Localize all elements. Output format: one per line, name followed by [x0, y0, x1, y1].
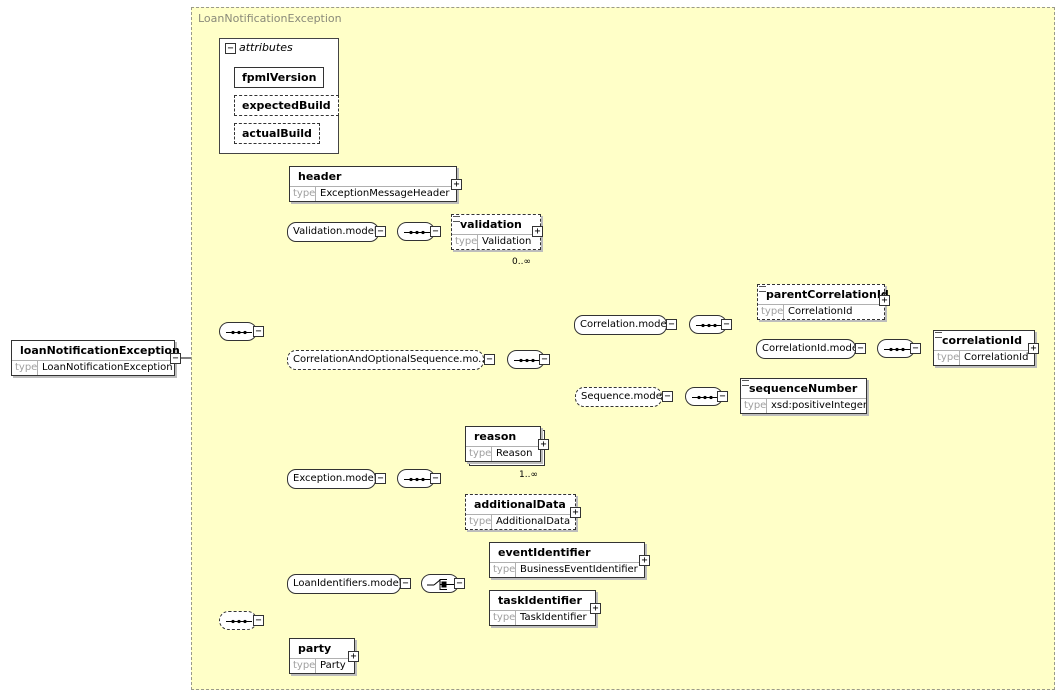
validation-seq-collapse-toggle[interactable]: −	[430, 226, 441, 237]
element-eventidentifier[interactable]: eventIdentifier type BusinessEventIdentif…	[489, 542, 645, 578]
element-type: CorrelationId	[788, 306, 853, 317]
attributes-collapse-toggle[interactable]: −	[225, 43, 236, 54]
attribute-fpmlversion[interactable]: fpmlVersion	[234, 67, 325, 88]
correlationid-model-collapse-toggle[interactable]: −	[855, 343, 866, 354]
type-label: type	[741, 399, 767, 413]
group-sequence-model[interactable]: Sequence.model	[575, 387, 665, 407]
sequence-compositor-icon	[219, 322, 257, 341]
root-collapse-toggle[interactable]: −	[170, 353, 181, 364]
type-label: type	[758, 305, 784, 319]
element-name: correlationId	[942, 334, 1022, 347]
optional-sequence-compositor-icon	[219, 611, 257, 630]
element-taskidentifier[interactable]: taskIdentifier type TaskIdentifier	[489, 590, 596, 626]
element-name: header	[298, 170, 342, 183]
group-validation-model[interactable]: Validation.model	[287, 222, 379, 242]
additionaldata-expand-toggle[interactable]: +	[570, 507, 581, 518]
group-correlation-and-optional-sequence-model[interactable]: CorrelationAndOptionalSequence.mo...	[287, 350, 488, 370]
documentation-icon	[935, 332, 942, 338]
documentation-icon	[742, 380, 749, 386]
group-loanidentifiers-model[interactable]: LoanIdentifiers.model	[287, 574, 402, 594]
correlation-model-seq-collapse-toggle[interactable]: −	[721, 319, 732, 330]
sequence-model-seq-collapse-toggle[interactable]: −	[717, 391, 728, 402]
attributes-title: attributes	[239, 41, 293, 54]
element-name: party	[298, 642, 332, 655]
header-expand-toggle[interactable]: +	[451, 179, 462, 190]
type-label: type	[490, 563, 516, 577]
exception-seq-collapse-toggle[interactable]: −	[430, 473, 441, 484]
taskidentifier-expand-toggle[interactable]: +	[590, 603, 601, 614]
element-name: parentCorrelationId	[766, 288, 889, 301]
attribute-actualbuild[interactable]: actualBuild	[234, 123, 320, 144]
element-type: BusinessEventIdentifier	[520, 564, 638, 575]
element-name: validation	[460, 218, 522, 231]
correlation-model-collapse-toggle[interactable]: −	[666, 319, 677, 330]
element-type: ExceptionMessageHeader	[320, 188, 450, 199]
element-name: additionalData	[474, 498, 566, 511]
attributes-box: − attributes fpmlVersion expectedBuild a…	[219, 38, 339, 154]
type-label: type	[290, 187, 316, 201]
element-type: Validation	[482, 236, 532, 247]
element-name: eventIdentifier	[498, 546, 591, 559]
element-parentcorrelationid[interactable]: parentCorrelationId type CorrelationId	[757, 284, 889, 320]
sequence-compositor-icon	[397, 469, 435, 488]
correlation-seq-collapse-toggle[interactable]: −	[539, 354, 550, 365]
region-title: LoanNotificationException	[198, 12, 342, 25]
parentcorrelationid-expand-toggle[interactable]: +	[879, 295, 890, 306]
element-reason[interactable]: reason type Reason	[465, 426, 541, 462]
sequence-collapse-toggle[interactable]: −	[253, 326, 264, 337]
validation-expand-toggle[interactable]: +	[532, 226, 543, 237]
optional-sequence-collapse-toggle[interactable]: −	[253, 615, 264, 626]
element-type: Party	[320, 660, 346, 671]
element-sequencenumber[interactable]: sequenceNumber type xsd:positiveInteger	[740, 378, 867, 414]
element-correlationid[interactable]: correlationId type CorrelationId	[933, 330, 1035, 366]
type-label: type	[12, 361, 38, 375]
exception-model-collapse-toggle[interactable]: −	[375, 473, 386, 484]
element-type: AdditionalData	[496, 516, 571, 527]
type-label: type	[290, 659, 316, 673]
correlation-optional-seq-collapse-toggle[interactable]: −	[484, 354, 495, 365]
sequence-model-collapse-toggle[interactable]: −	[662, 391, 673, 402]
group-correlationid-model[interactable]: CorrelationId.model	[756, 339, 861, 359]
element-additionaldata[interactable]: additionalData type AdditionalData	[465, 494, 576, 530]
root-element-loannotificationexception[interactable]: loanNotificationException type LoanNotifi…	[11, 340, 180, 376]
type-label: type	[490, 611, 516, 625]
element-type: CorrelationId	[964, 352, 1029, 363]
element-name: reason	[474, 430, 517, 443]
sequence-compositor-icon	[397, 222, 435, 241]
group-correlation-model[interactable]: Correlation.model	[574, 315, 669, 335]
reason-cardinality: 1..∞	[519, 470, 538, 480]
type-label: type	[934, 351, 960, 365]
correlationid-seq-collapse-toggle[interactable]: −	[910, 343, 921, 354]
eventidentifier-expand-toggle[interactable]: +	[639, 555, 650, 566]
reason-expand-toggle[interactable]: +	[538, 439, 549, 450]
validation-model-collapse-toggle[interactable]: −	[375, 226, 386, 237]
validation-cardinality: 0..∞	[512, 257, 531, 267]
element-name: taskIdentifier	[498, 594, 582, 607]
documentation-icon	[453, 216, 460, 222]
element-header[interactable]: header type ExceptionMessageHeader	[289, 166, 457, 202]
type-label: type	[452, 235, 478, 249]
type-label: type	[466, 515, 492, 529]
choice-collapse-toggle[interactable]: −	[454, 578, 465, 589]
party-expand-toggle[interactable]: +	[348, 651, 359, 662]
element-type: TaskIdentifier	[520, 612, 587, 623]
element-party[interactable]: party type Party	[289, 638, 355, 674]
group-exception-model[interactable]: Exception.model	[287, 469, 377, 489]
element-type: xsd:positiveInteger	[771, 400, 866, 411]
sequence-compositor-icon	[877, 339, 915, 358]
attribute-expectedbuild[interactable]: expectedBuild	[234, 95, 339, 116]
element-validation[interactable]: validation type Validation	[451, 214, 541, 250]
element-name: sequenceNumber	[749, 382, 858, 395]
documentation-icon	[759, 286, 766, 292]
correlationid-expand-toggle[interactable]: +	[1028, 343, 1039, 354]
element-type: LoanNotificationException	[42, 362, 173, 373]
element-name: loanNotificationException	[20, 344, 180, 357]
element-type: Reason	[496, 448, 533, 459]
loanidentifiers-model-collapse-toggle[interactable]: −	[400, 578, 411, 589]
sequence-compositor-icon	[507, 350, 545, 369]
type-label: type	[466, 447, 492, 461]
